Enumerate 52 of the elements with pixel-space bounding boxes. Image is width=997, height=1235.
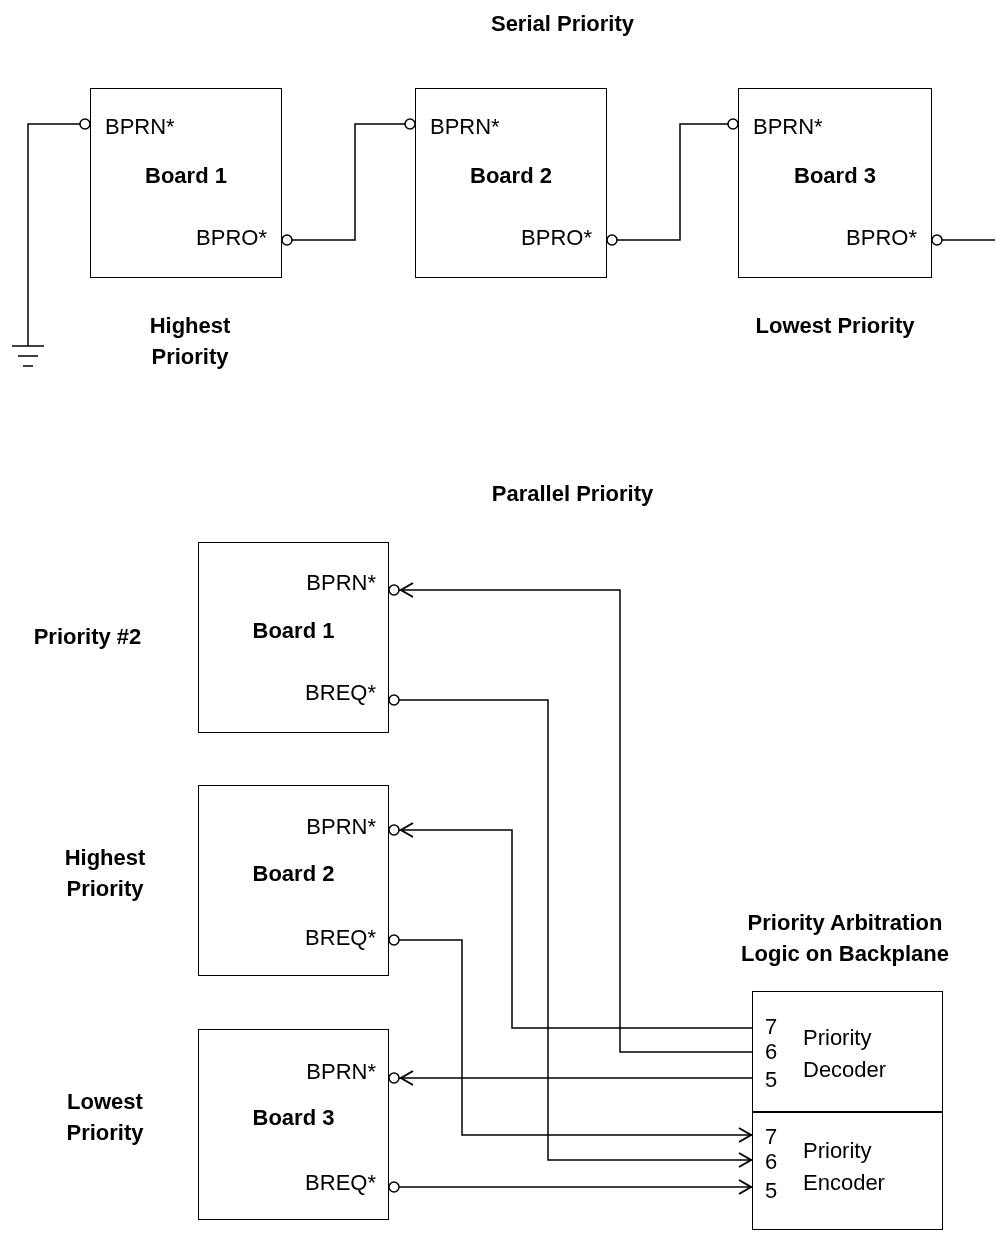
- signal-line: [388, 694, 753, 1168]
- signal-line: [606, 118, 739, 246]
- pin-label: BPRO*: [196, 226, 267, 250]
- board-box: [198, 785, 389, 976]
- pin-label: BPRN*: [306, 1060, 376, 1084]
- pin-label: BPRN*: [306, 571, 376, 595]
- signal-line: [388, 822, 753, 1029]
- board-box: [738, 88, 932, 278]
- priority-label: Priority #2: [32, 623, 143, 651]
- signal-line: [931, 234, 996, 246]
- signal-line: [388, 1070, 753, 1086]
- pin-label: BPRO*: [521, 226, 592, 250]
- section-title: Parallel Priority: [490, 480, 655, 508]
- board-box: [415, 88, 607, 278]
- priority-label: Lowest Priority: [755, 312, 915, 340]
- signal-line: [281, 118, 416, 246]
- board-name: Board 2: [469, 164, 553, 188]
- pin-label: BPRN*: [430, 115, 500, 139]
- pin-label: BREQ*: [305, 926, 376, 950]
- board-box: [90, 88, 282, 278]
- priority-label: Highest Priority: [148, 312, 232, 371]
- priority-label: Highest Priority: [63, 844, 147, 903]
- board-box: [198, 542, 389, 733]
- signal-line: [27, 118, 91, 321]
- board-name: Board 3: [793, 164, 877, 188]
- input-number: 7: [765, 1015, 778, 1039]
- board-name: Board 2: [251, 862, 336, 886]
- encoder-block: [752, 1112, 943, 1230]
- input-number: 6: [765, 1040, 778, 1064]
- signal-line: [388, 934, 753, 1143]
- block-name: Priority Encoder: [803, 1137, 886, 1197]
- board-box: [198, 1029, 389, 1220]
- section-title: Serial Priority: [489, 10, 636, 38]
- signal-line: [388, 582, 753, 1053]
- input-number: 5: [765, 1068, 778, 1092]
- input-number: 5: [765, 1179, 778, 1203]
- board-name: Board 1: [144, 164, 228, 188]
- pin-label: BPRN*: [753, 115, 823, 139]
- pin-label: BPRN*: [306, 815, 376, 839]
- pin-label: BREQ*: [305, 681, 376, 705]
- pin-label: BPRO*: [846, 226, 917, 250]
- block-name: Priority Decoder: [803, 1024, 888, 1084]
- input-number: 7: [765, 1125, 778, 1149]
- signal-line: [388, 1179, 753, 1195]
- pin-label: BPRN*: [105, 115, 175, 139]
- block-heading: Priority Arbitration Logic on Backplane: [740, 909, 950, 968]
- priority-label: Lowest Priority: [65, 1088, 145, 1147]
- input-number: 6: [765, 1150, 778, 1174]
- pin-label: BREQ*: [305, 1171, 376, 1195]
- board-name: Board 3: [251, 1106, 336, 1130]
- board-name: Board 1: [251, 619, 336, 643]
- decoder-block: [752, 991, 943, 1112]
